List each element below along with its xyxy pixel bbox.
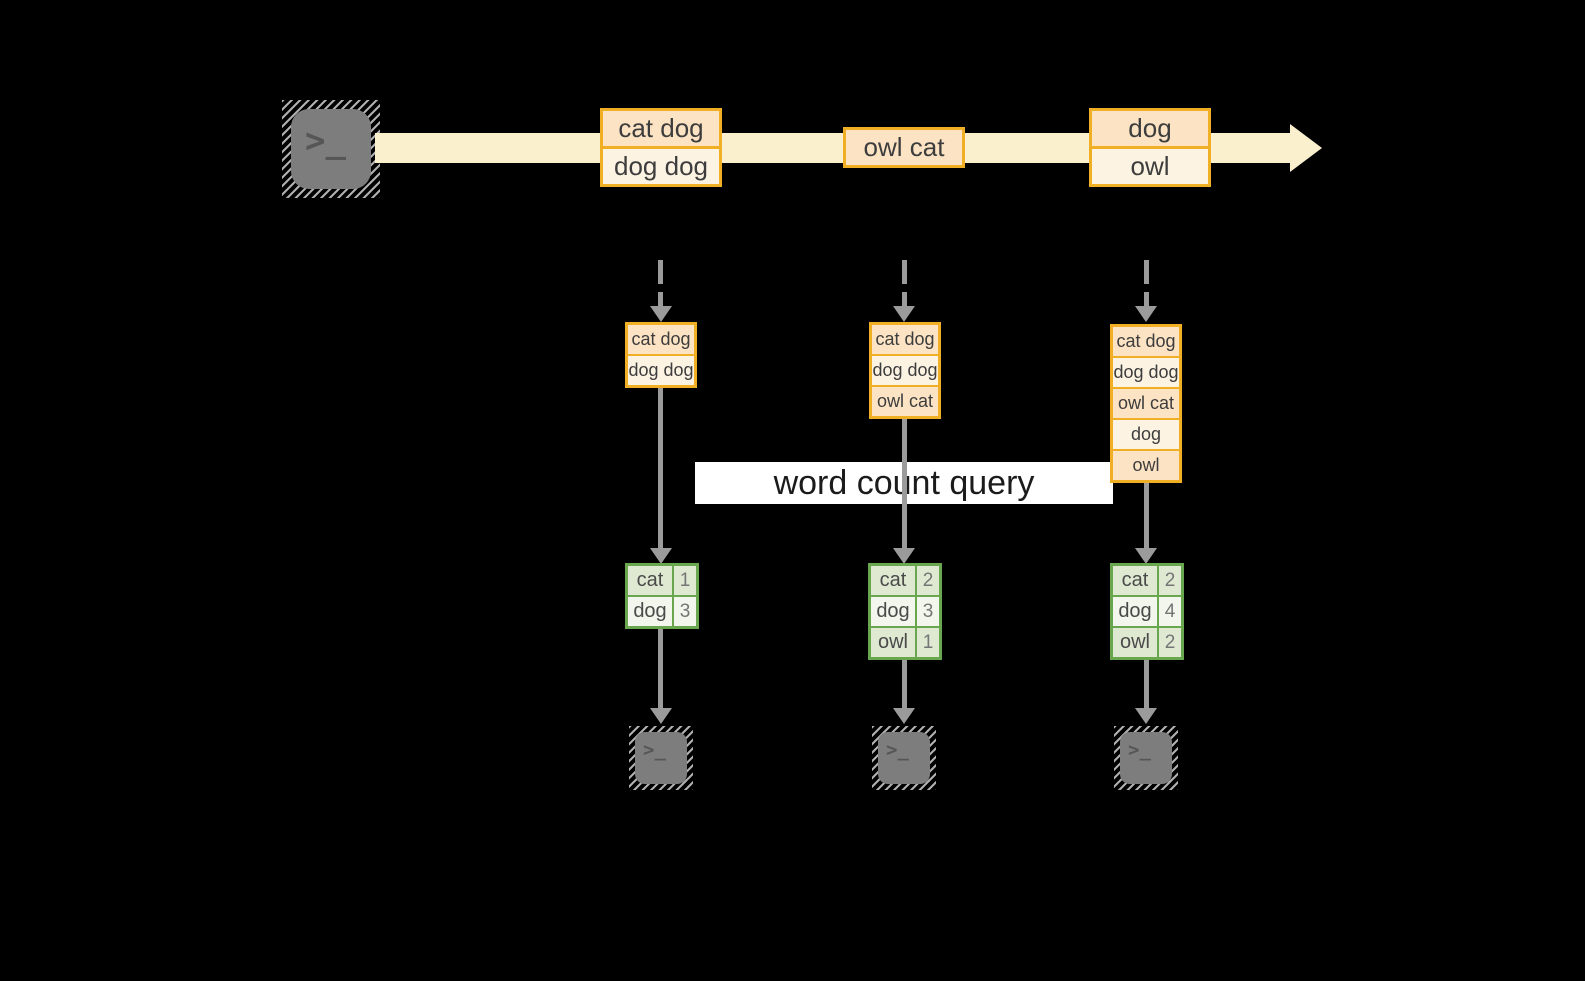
terminal-screen: >_ <box>291 109 371 189</box>
event-record: owl cat <box>846 130 962 165</box>
source-terminal-icon: >_ <box>282 100 380 198</box>
terminal-screen: >_ <box>635 732 687 784</box>
stream-event-box: owl cat <box>843 127 965 168</box>
word-cell: dog <box>628 597 672 626</box>
count-cell: 1 <box>917 628 939 657</box>
word-cell: owl <box>871 628 915 657</box>
state-record: dog dog <box>872 356 938 385</box>
dashed-arrow-line <box>1144 260 1149 306</box>
count-table: cat 1 dog 3 <box>625 563 699 629</box>
state-record: cat dog <box>628 325 694 354</box>
state-record: owl <box>1113 451 1179 480</box>
count-cell: 1 <box>674 566 696 595</box>
count-cell: 4 <box>1159 597 1181 626</box>
event-record: dog <box>1092 111 1208 146</box>
word-cell: cat <box>628 566 672 595</box>
stream-event-box: cat dog dog dog <box>600 108 722 187</box>
dashed-arrow-line <box>902 260 907 306</box>
event-record: cat dog <box>603 111 719 146</box>
state-record: dog <box>1113 420 1179 449</box>
event-record: dog dog <box>603 149 719 184</box>
state-record: dog dog <box>628 356 694 385</box>
state-record: dog dog <box>1113 358 1179 387</box>
word-cell: dog <box>871 597 915 626</box>
state-buffer: cat dog dog dog owl cat <box>869 322 941 419</box>
dashed-arrow-line <box>658 260 663 306</box>
dashed-arrow-head <box>650 306 672 322</box>
flow-arrow-head <box>650 708 672 724</box>
sink-terminal-icon: >_ <box>1114 726 1178 790</box>
flow-arrow-line <box>1144 483 1149 548</box>
flow-arrow-line <box>658 629 663 708</box>
state-buffer: cat dog dog dog <box>625 322 697 388</box>
sink-terminal-icon: >_ <box>872 726 936 790</box>
count-cell: 3 <box>917 597 939 626</box>
stream-event-box: dog owl <box>1089 108 1211 187</box>
flow-arrow-head <box>893 708 915 724</box>
state-record: cat dog <box>872 325 938 354</box>
count-cell: 3 <box>674 597 696 626</box>
flow-arrow-line <box>658 385 663 548</box>
terminal-prompt-glyph: >_ <box>643 739 666 761</box>
terminal-screen: >_ <box>1120 732 1172 784</box>
word-cell: cat <box>871 566 915 595</box>
dashed-arrow-head <box>1135 306 1157 322</box>
terminal-screen: >_ <box>878 732 930 784</box>
count-cell: 2 <box>1159 628 1181 657</box>
terminal-prompt-glyph: >_ <box>886 739 909 761</box>
flow-arrow-head <box>650 548 672 564</box>
sink-terminal-icon: >_ <box>629 726 693 790</box>
state-record: cat dog <box>1113 327 1179 356</box>
flow-arrow-line <box>902 660 907 708</box>
state-record: owl cat <box>872 387 938 416</box>
flow-arrow-line <box>902 416 907 548</box>
event-record: owl <box>1092 149 1208 184</box>
terminal-prompt-glyph: >_ <box>305 121 346 161</box>
flow-arrow-line <box>1144 660 1149 708</box>
terminal-prompt-glyph: >_ <box>1128 739 1151 761</box>
word-cell: dog <box>1113 597 1157 626</box>
flow-arrow-head <box>1135 548 1157 564</box>
state-buffer: cat dog dog dog owl cat dog owl <box>1110 324 1182 483</box>
word-cell: cat <box>1113 566 1157 595</box>
flow-arrow-head <box>1135 708 1157 724</box>
count-cell: 2 <box>917 566 939 595</box>
count-table: cat 2 dog 4 owl 2 <box>1110 563 1184 660</box>
count-cell: 2 <box>1159 566 1181 595</box>
state-record: owl cat <box>1113 389 1179 418</box>
dashed-arrow-head <box>893 306 915 322</box>
word-cell: owl <box>1113 628 1157 657</box>
count-table: cat 2 dog 3 owl 1 <box>868 563 942 660</box>
stream-arrowhead <box>1290 124 1322 172</box>
flow-arrow-head <box>893 548 915 564</box>
